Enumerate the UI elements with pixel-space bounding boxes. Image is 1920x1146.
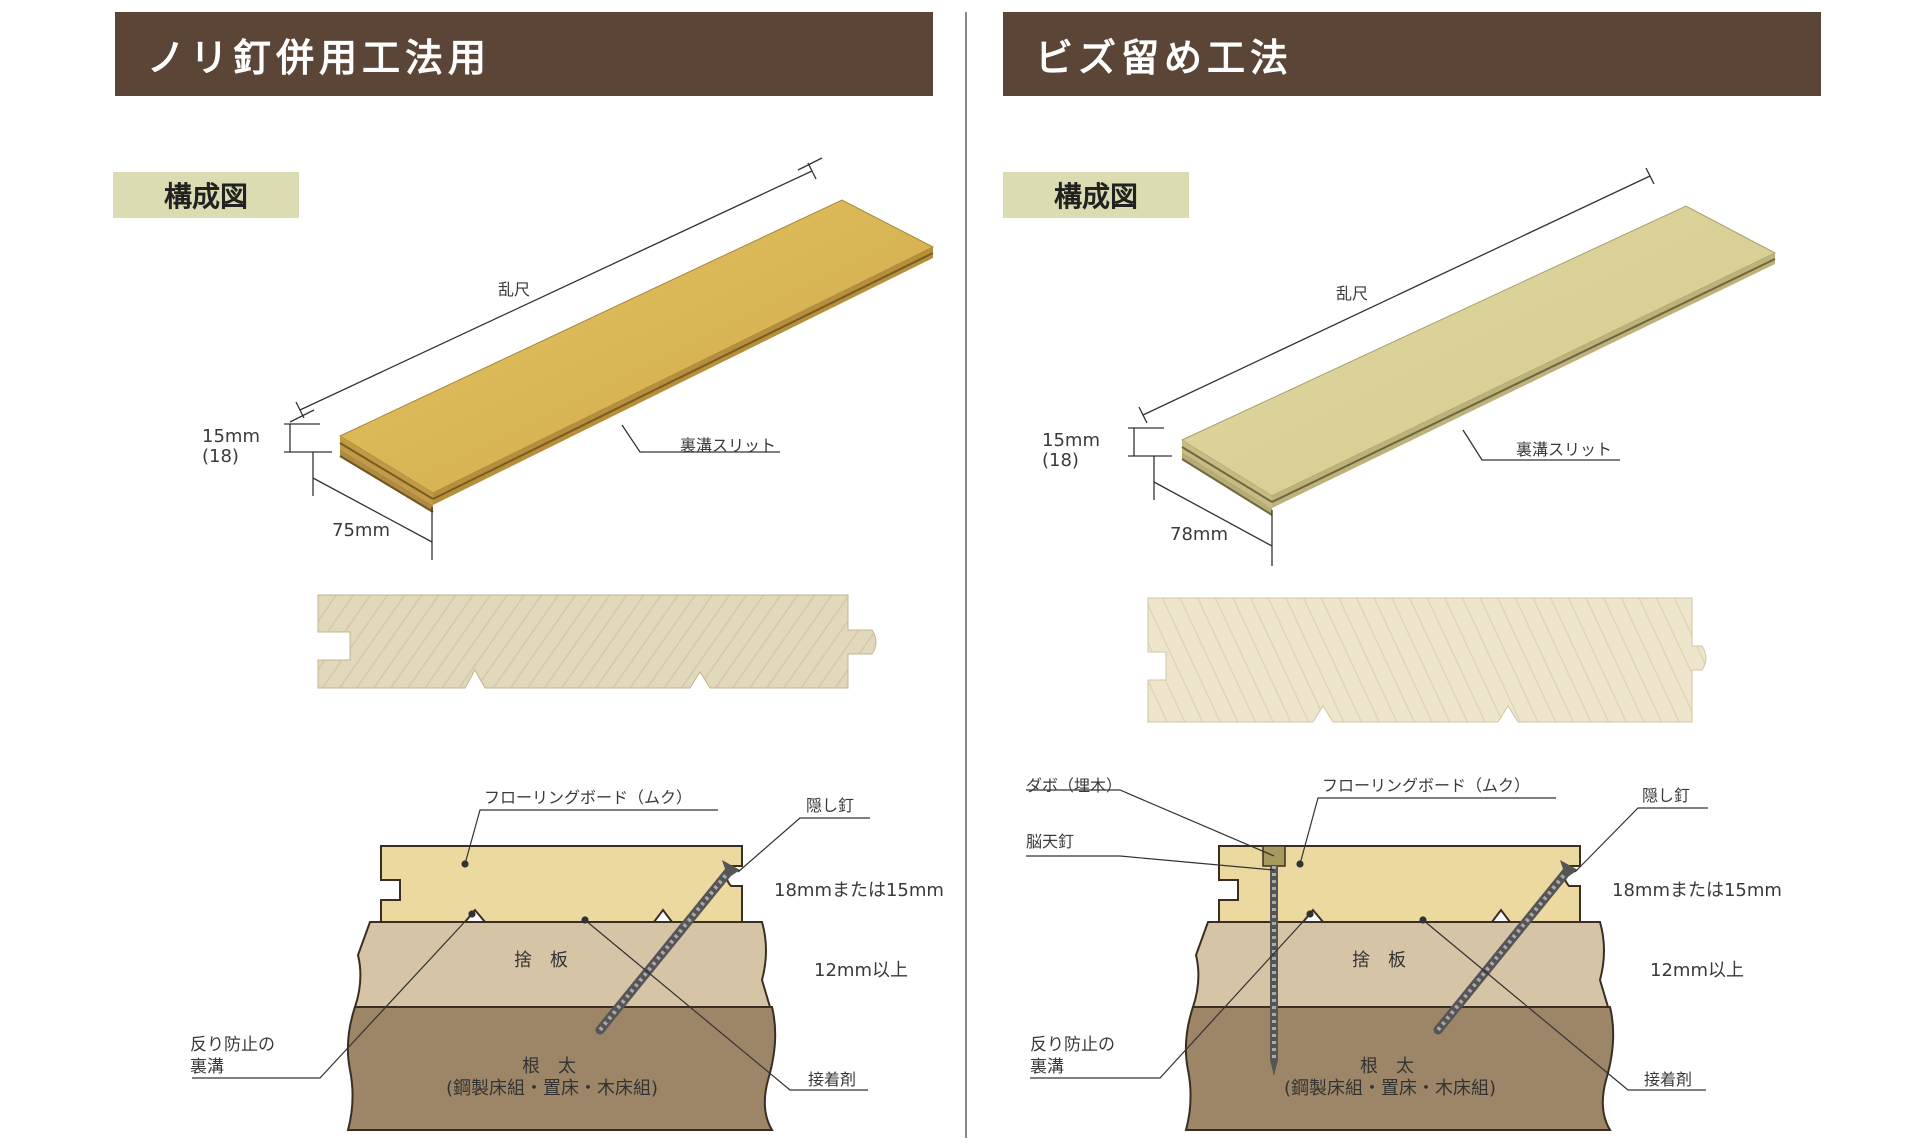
right-joist	[1184, 1006, 1615, 1131]
right-adhesive-label: 接着剤	[1644, 1070, 1693, 1089]
left-subfloor-thickness: 12mm以上	[814, 960, 908, 981]
right-length-label: 乱尺	[1336, 284, 1369, 303]
left-board-3d	[338, 199, 935, 513]
right-dimension-lines	[1128, 167, 1655, 566]
left-thickness-label: 15mm	[202, 426, 260, 447]
left-flooring-label: フローリングボード（ムク）	[484, 788, 693, 807]
left-composition-tag: 構成図	[113, 172, 299, 218]
right-thickness-alt: (18)	[1042, 450, 1079, 471]
left-adhesive-label: 接着剤	[808, 1070, 857, 1089]
right-groove-line1: 反り防止の	[1030, 1035, 1115, 1055]
right-board-profile	[1147, 597, 1707, 723]
left-board-profile	[317, 594, 877, 689]
right-top-screw	[1270, 866, 1278, 1076]
right-screw-label: 脳天釘	[1026, 832, 1075, 851]
right-groove-label: 反り防止の 裏溝	[1030, 1034, 1115, 1078]
left-header: ノリ釘併用工法用	[115, 12, 933, 96]
right-flooring-label: フローリングボード（ムク）	[1322, 776, 1531, 795]
left-groove-line2: 裏溝	[190, 1057, 224, 1077]
right-composition-tag: 構成図	[1003, 172, 1189, 218]
left-slit-label: 裏溝スリット	[680, 436, 777, 455]
right-groove-line2: 裏溝	[1030, 1057, 1064, 1077]
left-leader-lines	[192, 809, 870, 1091]
right-hidden-nail	[1433, 860, 1578, 1035]
right-leader-lines	[1026, 789, 1708, 1091]
right-floor-thickness: 18mmまたは15mm	[1612, 880, 1782, 901]
left-floor-thickness: 18mmまたは15mm	[774, 880, 944, 901]
left-length-label: 乱尺	[498, 280, 531, 299]
right-joist-sub: (鋼製床組・置床・木床組)	[1284, 1078, 1497, 1099]
right-subfloor-thickness: 12mm以上	[1650, 960, 1744, 981]
right-board-3d	[1180, 205, 1777, 516]
center-divider	[965, 12, 967, 1138]
left-section-board	[380, 845, 743, 923]
left-groove-label: 反り防止の 裏溝	[190, 1034, 275, 1078]
right-width-label: 78mm	[1170, 524, 1228, 545]
right-thickness-label: 15mm	[1042, 430, 1100, 451]
left-joist	[346, 1006, 777, 1131]
left-dimension-lines	[284, 157, 823, 560]
right-header: ビズ留め工法	[1003, 12, 1821, 96]
left-joist-label: 根 太	[522, 1056, 576, 1077]
right-subfloor-label: 捨 板	[1352, 950, 1406, 971]
right-slit-label: 裏溝スリット	[1516, 440, 1613, 459]
right-nail-label: 隠し釘	[1642, 786, 1691, 805]
left-subfloor-label: 捨 板	[514, 950, 568, 971]
left-width-label: 75mm	[332, 520, 390, 541]
right-dowel-label: ダボ（埋木）	[1026, 776, 1123, 795]
left-hidden-nail	[595, 860, 740, 1035]
left-joist-sub: (鋼製床組・置床・木床組)	[446, 1078, 659, 1099]
right-joist-label: 根 太	[1360, 1056, 1414, 1077]
left-groove-line1: 反り防止の	[190, 1035, 275, 1055]
left-thickness-alt: (18)	[202, 446, 239, 467]
left-nail-label: 隠し釘	[806, 796, 855, 815]
